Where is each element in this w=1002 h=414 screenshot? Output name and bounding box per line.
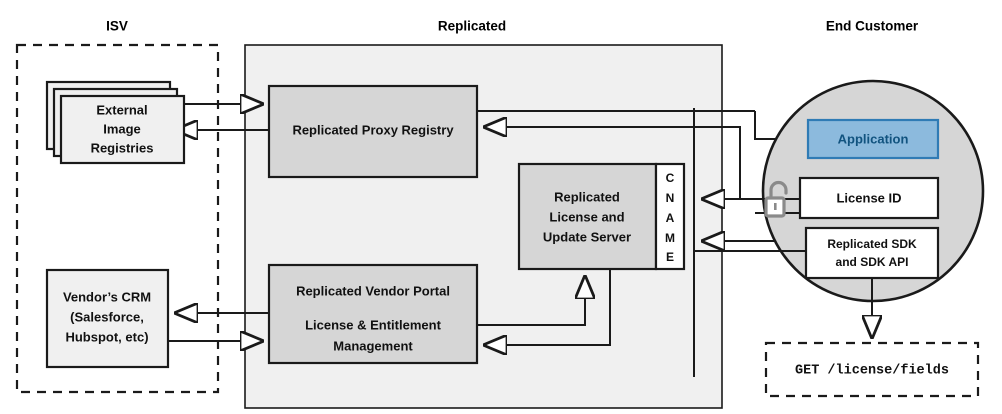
vendor-portal-line3: Management	[333, 338, 413, 353]
vendor-crm-line2: (Salesforce,	[70, 309, 144, 324]
cname-letter-0: C	[666, 171, 675, 185]
proxy-registry-label: Replicated Proxy Registry	[292, 122, 454, 137]
link-customer-to-proxy	[485, 127, 741, 200]
api-call-boundary	[764, 341, 980, 398]
isv-zone-boundary	[15, 43, 220, 394]
zone-title-isv: ISV	[106, 19, 128, 34]
api-call-text: GET /license/fields	[795, 364, 949, 379]
vendor-crm-line1: Vendor’s CRM	[63, 289, 151, 304]
external-image-registries[interactable]: External Image Registries	[45, 80, 186, 165]
application-node[interactable]: Application	[806, 118, 940, 160]
cname-letter-3: M	[665, 231, 675, 245]
license-server-line3: Update Server	[543, 229, 631, 244]
sdk-line1: Replicated SDK	[827, 237, 917, 251]
unlocked-padlock-icon	[764, 180, 788, 218]
license-server-line1: Replicated	[554, 189, 620, 204]
cname-letter-1: N	[666, 191, 675, 205]
license-id-box	[798, 176, 940, 220]
vendor-portal-line2: License & Entitlement	[305, 317, 441, 332]
registry-stack-front	[59, 94, 186, 165]
registries-label-line3: Registries	[91, 140, 154, 155]
application-box	[806, 118, 940, 160]
cname-letter-2: A	[666, 211, 675, 225]
sdk-line2: and SDK API	[836, 255, 909, 269]
cname-box	[654, 162, 686, 271]
proxy-registry-box	[267, 84, 479, 179]
license-id-node[interactable]: License ID	[798, 176, 940, 220]
zone-title-end-customer: End Customer	[826, 19, 919, 34]
vendor-portal-box	[267, 263, 479, 365]
replicated-proxy-registry[interactable]: Replicated Proxy Registry	[267, 84, 479, 179]
api-call-node[interactable]: GET /license/fields	[764, 341, 980, 398]
application-label: Application	[838, 131, 909, 146]
vendor-crm-box	[45, 268, 170, 369]
vendor-crm-line3: Hubspot, etc)	[65, 329, 148, 344]
cname-letter-4: E	[666, 250, 674, 264]
replicated-sdk-node[interactable]: Replicated SDK and SDK API	[804, 226, 940, 280]
cname-endpoint[interactable]: C N A M E	[654, 162, 686, 271]
license-id-label: License ID	[836, 190, 901, 205]
sdk-box	[804, 226, 940, 280]
zone-title-replicated: Replicated	[438, 19, 506, 34]
vendor-portal-line1: Replicated Vendor Portal	[296, 283, 450, 298]
link-licenseserver-to-vendorportal	[485, 268, 611, 345]
registries-label-line2: Image	[103, 121, 141, 136]
replicated-vendor-portal[interactable]: Replicated Vendor Portal License & Entit…	[267, 263, 479, 365]
vendor-crm[interactable]: Vendor’s CRM (Salesforce, Hubspot, etc)	[45, 268, 170, 369]
license-update-server-box	[517, 162, 658, 271]
license-server-line2: License and	[549, 209, 624, 224]
replicated-license-and-update-server[interactable]: Replicated License and Update Server	[517, 162, 658, 271]
registries-label-line1: External	[96, 102, 147, 117]
padlock-keyhole	[774, 203, 777, 210]
link-vendorportal-to-licenseserver	[477, 277, 585, 326]
